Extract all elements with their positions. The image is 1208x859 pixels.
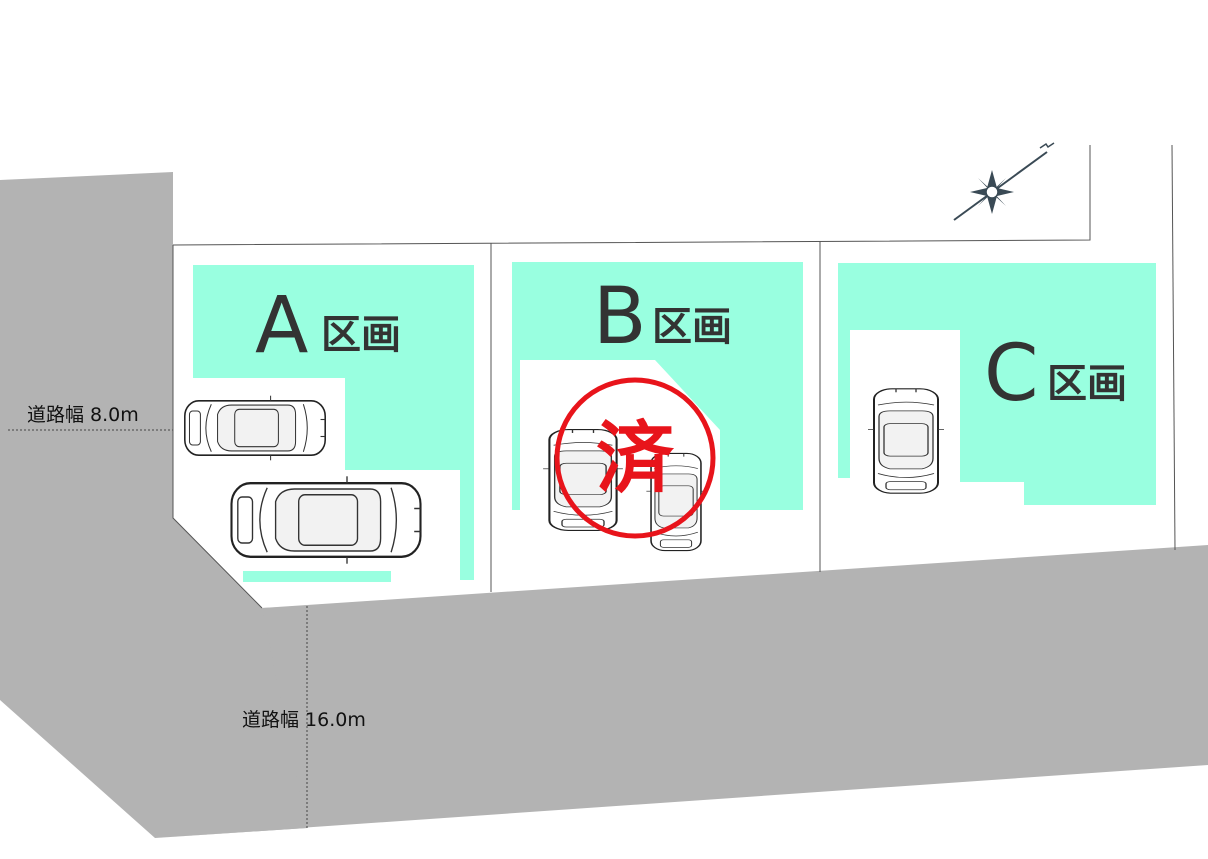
svg-text:済: 済 bbox=[596, 414, 675, 504]
lot-a-frontage-strip bbox=[243, 571, 391, 582]
car-a-1 bbox=[183, 394, 327, 462]
lot-a-label: A 区画 bbox=[255, 281, 401, 371]
road-west-label: 道路幅 8.0m bbox=[27, 404, 139, 426]
svg-text:区画: 区画 bbox=[1047, 361, 1127, 407]
svg-text:区画: 区画 bbox=[652, 304, 732, 350]
car-a-2 bbox=[230, 475, 422, 565]
car-c-1 bbox=[867, 387, 945, 495]
svg-text:C: C bbox=[984, 329, 1038, 419]
road-south-label: 道路幅 16.0m bbox=[242, 709, 366, 731]
lot-boundaries bbox=[172, 144, 1176, 609]
road-south bbox=[155, 545, 1208, 838]
svg-text:区画: 区画 bbox=[321, 312, 401, 358]
lot-c-label: C 区画 bbox=[984, 329, 1127, 419]
road-west bbox=[0, 172, 307, 838]
lot-b-label: B 区画 bbox=[593, 272, 732, 362]
lot-b-area bbox=[512, 262, 803, 510]
svg-text:B: B bbox=[593, 272, 647, 362]
compass-rose-icon bbox=[953, 142, 1055, 221]
sold-stamp: 済 bbox=[554, 377, 716, 539]
svg-text:A: A bbox=[255, 281, 308, 371]
lot-c-area bbox=[838, 263, 1156, 505]
lot-a-area bbox=[193, 265, 474, 580]
